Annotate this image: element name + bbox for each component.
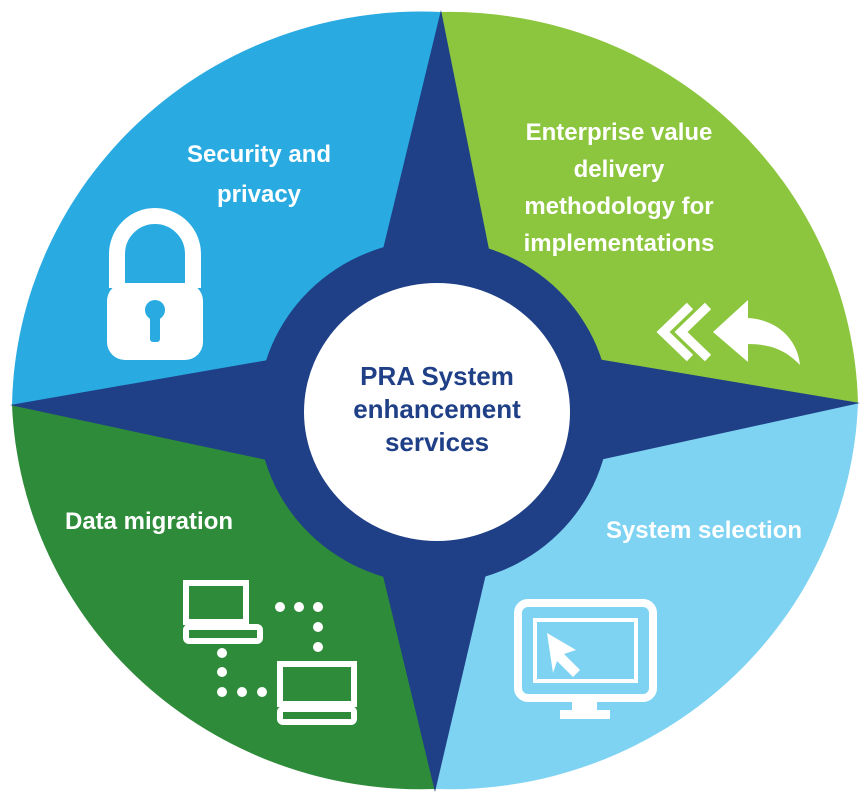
connector-dots <box>217 602 323 697</box>
monitor-cursor-icon <box>514 599 657 719</box>
center-title: PRA System enhancement services <box>353 361 521 457</box>
label-security: Security and privacy <box>186 141 332 208</box>
label-enterprise: Enterprise value delivery methodology fo… <box>523 119 715 257</box>
label-system-selection: System selection <box>605 517 803 544</box>
padlock-icon <box>107 208 203 360</box>
label-data-migration: Data migration <box>64 508 234 535</box>
connected-computers-icon <box>183 580 357 725</box>
center-circle <box>304 283 570 541</box>
double-arrow-back-icon <box>656 300 800 365</box>
